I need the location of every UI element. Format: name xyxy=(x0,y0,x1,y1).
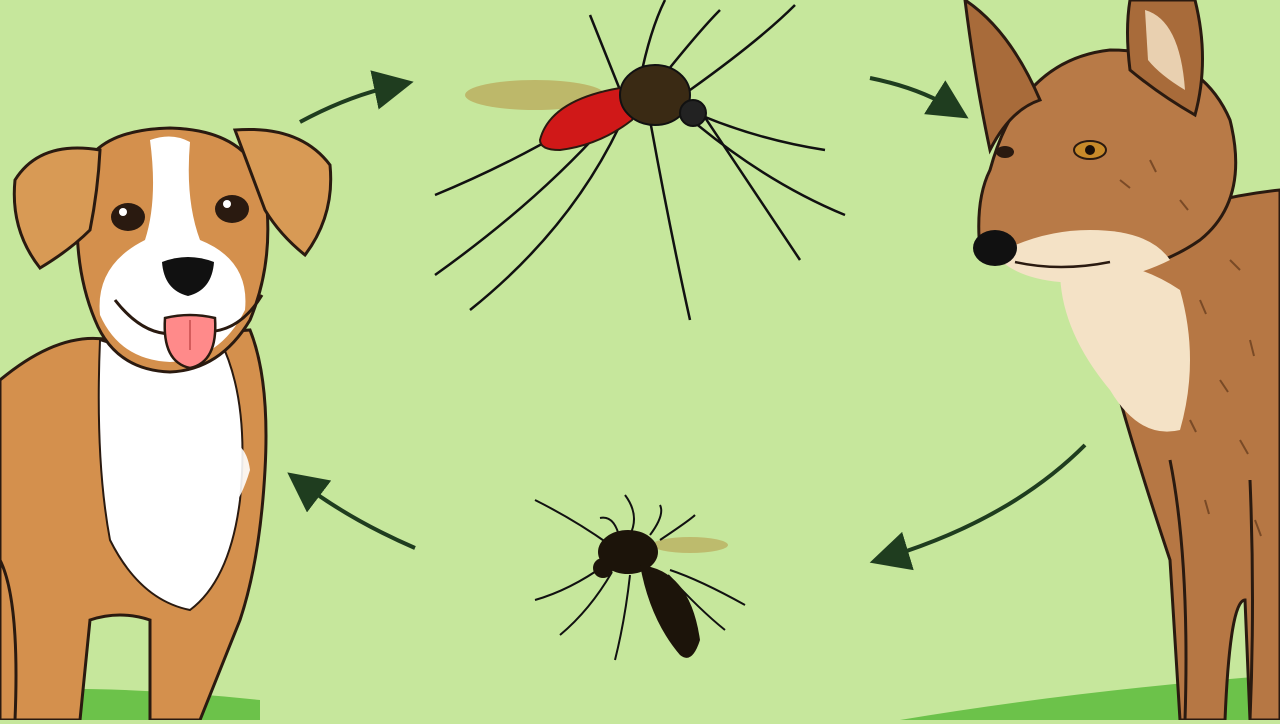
dog-icon xyxy=(0,126,333,722)
coyote-icon xyxy=(963,0,1280,722)
mosquito-icon xyxy=(534,494,746,661)
arrow-dog-to-mosquito xyxy=(299,70,414,124)
arrow-mosquito-to-dog xyxy=(287,472,416,550)
cycle-arrows xyxy=(287,70,1087,571)
blood-fed-mosquito-icon xyxy=(434,0,846,321)
arrow-mosquito-to-coyote xyxy=(869,76,969,119)
arrow-coyote-to-mosquito xyxy=(869,443,1087,571)
